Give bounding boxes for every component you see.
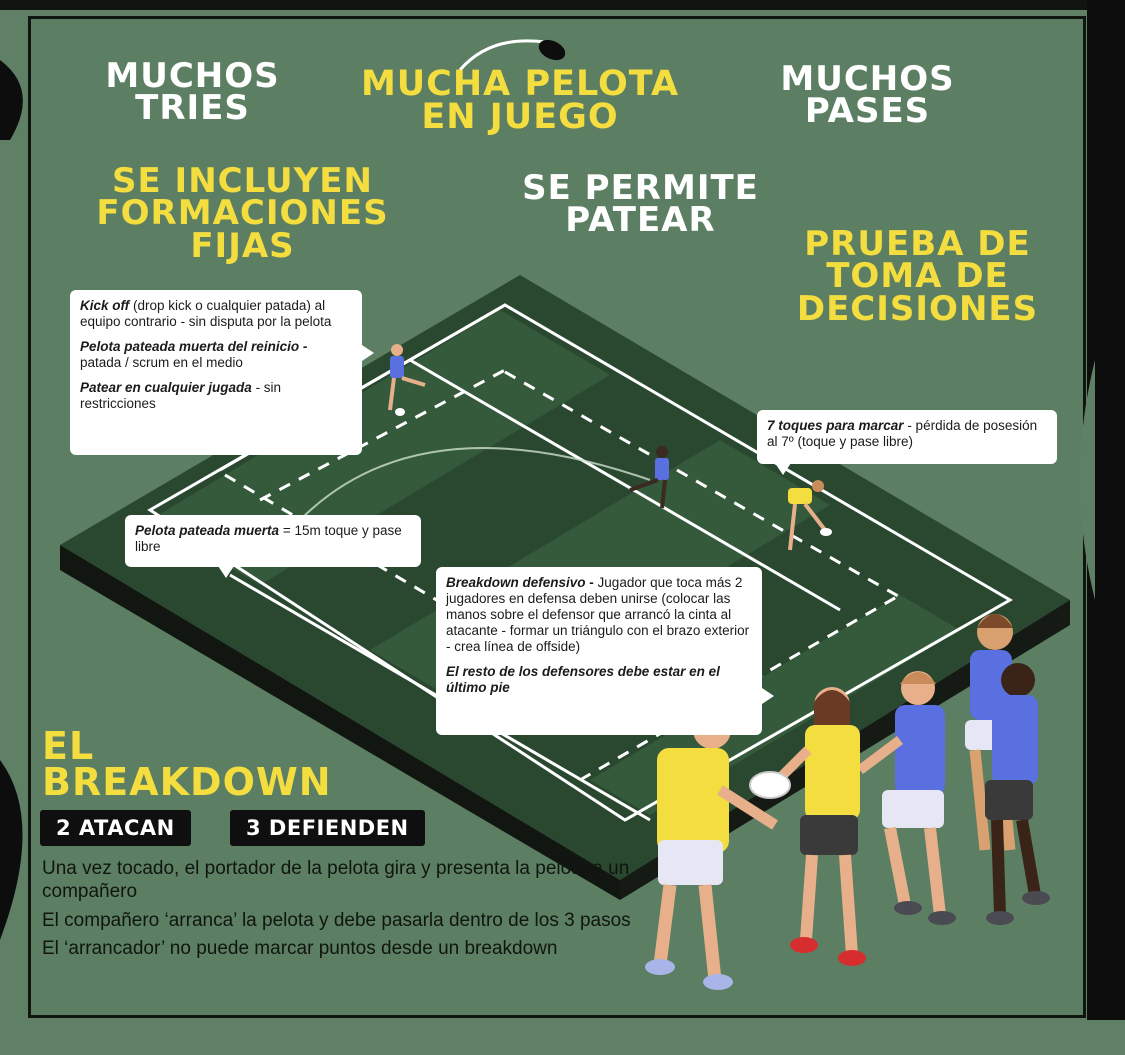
defender-2 [985,663,1050,925]
attacker-player [788,480,832,551]
headline-muchos-pases: MUCHOS PASES [780,59,955,132]
breakdown-group [645,614,1050,990]
callout-tail [362,345,374,361]
open-play-text: - sin restricciones [80,379,282,411]
defender-player [629,446,669,509]
headline-se-permite-patear: SE PERMITE PATEAR [522,168,759,241]
ball-trail [458,39,546,71]
defend-count-badge: 3 DEFIENDEN [230,810,425,846]
attacker-carrier [645,711,778,990]
edge-shape-left-bottom [0,760,23,940]
callout-kickoff: Kick off (drop kick o cualquier patada) … [70,290,362,455]
callout-tail [775,463,791,475]
kick-trajectory [299,447,651,521]
headline-muchos-tries: MUCHOS TRIES [105,56,280,129]
restart-text: patada / scrum en el medio [80,354,243,370]
ball-icon [538,39,566,61]
defender-1 [857,671,956,925]
breakdown-rules: Una vez tocado, el portador de la pelota… [42,858,682,967]
pitch-side-left [60,545,620,900]
rule-item: Una vez tocado, el portador de la pelota… [42,858,630,902]
breakdown-title-line1: EL [42,724,95,768]
rule-item: El compañero ‘arranca’ la pelota y debe … [42,909,631,931]
headline-toma-decisiones: PRUEBA DE TOMA DE DECISIONES [796,224,1039,329]
top-border [0,0,1125,10]
muerta-text: = 15m toque y pase libre [135,523,402,554]
kickoff-title: Kick off [80,298,130,313]
breakdown-def-note: El resto de los defensores debe estar en… [446,663,720,695]
open-play-title: Patear en cualquier jugada [80,379,252,395]
toques-title: 7 toques para marcar [767,418,904,433]
edge-shape-right [1080,360,1095,600]
callout-breakdown-defensivo: Breakdown defensivo - Jugador que toca m… [436,567,762,735]
kicker-player [388,344,426,416]
rule-item: El ‘arrancador’ no puede marcar puntos d… [42,938,558,960]
restart-title: Pelota pateada muerta del reinicio - [80,338,308,354]
kickoff-text: (drop kick o cualquier patada) al equipo… [80,298,332,329]
field-line [409,358,841,612]
callout-7-toques: 7 toques para marcar - pérdida de posesi… [757,410,1057,464]
breakdown-title: EL BREAKDOWN [42,724,332,805]
muerta-title: Pelota pateada muerta [135,523,280,538]
callout-tail [762,688,774,704]
attacker-receiver [764,687,866,966]
breakdown-def-text: Jugador que toca más 2 jugadores en defe… [446,575,750,654]
ball-handoff-icon [749,771,791,799]
callout-tail [218,566,234,578]
bottom-strip [0,1020,1125,1055]
headline-mucha-pelota: MUCHA PELOTA EN JUEGO [360,64,680,138]
attack-count-badge: 2 ATACAN [40,810,191,846]
dashed-line [259,368,506,502]
edge-shape-left-top [0,60,23,140]
callout-pelota-muerta: Pelota pateada muerta = 15m toque y pase… [125,515,421,567]
headline-formaciones-fijas: SE INCLUYEN FORMACIONES FIJAS [96,161,389,266]
breakdown-def-title: Breakdown defensivo - [446,575,594,590]
dashed-line [504,370,906,602]
toques-text: - pérdida de posesión al 7º (toque y pas… [767,418,1038,449]
breakdown-title-line2: BREAKDOWN [42,760,332,805]
